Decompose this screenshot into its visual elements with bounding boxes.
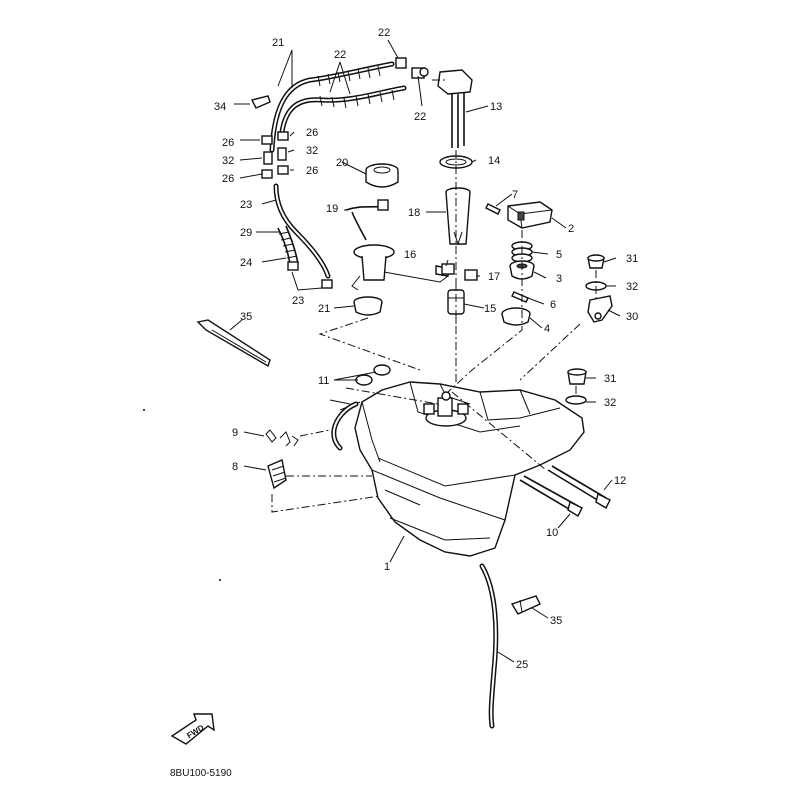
filter-pipe-17 xyxy=(445,187,471,246)
parts xyxy=(196,57,613,729)
callout-25: 25 xyxy=(516,659,528,671)
callout-20: 21 xyxy=(318,303,330,315)
callout-21: 21 xyxy=(272,37,284,49)
fuel-cock-18 xyxy=(345,199,449,291)
callout-31-top: 32 xyxy=(626,281,638,293)
callout-31-lower: 32 xyxy=(604,397,616,409)
callout-3: 3 xyxy=(556,273,562,285)
damper-30-lower xyxy=(567,368,587,385)
bolt-10 xyxy=(519,475,583,517)
callout-13: 13 xyxy=(490,101,502,113)
breather-hose-25 xyxy=(479,563,499,729)
clamp-joint-stack xyxy=(261,131,289,179)
pin-7 xyxy=(485,203,501,215)
damper-19 xyxy=(365,163,399,188)
callout-11: 11 xyxy=(318,375,329,387)
hose-23-27 xyxy=(273,183,331,279)
joint-22-top xyxy=(395,57,407,69)
clip-9 xyxy=(265,429,299,447)
callout-10: 10 xyxy=(546,527,558,539)
clamp-16-left xyxy=(441,263,455,275)
callout-24: 24 xyxy=(240,257,252,269)
clip-33-upper xyxy=(250,95,271,109)
callout-6: 6 xyxy=(550,299,556,311)
callout-32-b: 32 xyxy=(306,145,318,157)
fuel-sender-unit xyxy=(419,67,473,148)
callout-22-lower: 23 xyxy=(292,295,304,307)
callout-34: 35 xyxy=(240,311,252,323)
callout-9: 9 xyxy=(232,427,238,439)
seal-4 xyxy=(501,307,531,326)
callout-33-lower: 35 xyxy=(550,615,562,627)
damper-8 xyxy=(267,459,287,490)
callout-22-top: 22 xyxy=(378,27,390,39)
fuel-tank xyxy=(339,381,585,557)
assembly-lines xyxy=(271,79,597,513)
callout-labels: 21 22 22 34 13 22 26 26 32 32 26 26 14 2… xyxy=(214,27,638,671)
callout-2: 2 xyxy=(568,223,574,235)
callout-30-lower: 31 xyxy=(604,373,616,385)
leader-lines xyxy=(229,39,621,663)
callout-26-c: 26 xyxy=(222,173,234,185)
callout-26-a: 26 xyxy=(222,137,234,149)
callout-26-d: 26 xyxy=(306,165,318,177)
cap-assembly-2 xyxy=(507,201,553,229)
callout-32-a: 32 xyxy=(222,155,234,167)
callout-14: 14 xyxy=(488,155,500,167)
tie-wrap-34 xyxy=(196,319,271,368)
clamp-22-lower-right xyxy=(321,279,333,289)
drawing-code: 8BU100-5190 xyxy=(170,768,232,779)
callout-16-right: 17 xyxy=(488,271,500,283)
callout-29: 22 xyxy=(334,49,346,61)
callout-18: 19 xyxy=(326,203,338,215)
clip-33-lower xyxy=(510,595,541,615)
callout-5: 5 xyxy=(556,249,562,261)
callout-7: 7 xyxy=(512,189,518,201)
clamp-16-right xyxy=(464,269,478,281)
forward-arrow-icon: FWD xyxy=(170,713,215,745)
callout-17: 18 xyxy=(408,207,420,219)
callout-27: 29 xyxy=(240,227,252,239)
callout-19: 20 xyxy=(336,157,348,169)
callout-30-top: 31 xyxy=(626,253,638,265)
callout-28: 30 xyxy=(626,311,638,323)
callout-4: 4 xyxy=(544,323,550,335)
clamp-22-lower xyxy=(287,261,299,271)
grommet-11-right xyxy=(373,364,391,376)
damper-30-top xyxy=(587,254,605,269)
callout-33-upper: 34 xyxy=(214,101,226,113)
callout-12: 12 xyxy=(614,475,626,487)
callout-8: 8 xyxy=(232,461,238,473)
grommet-20 xyxy=(353,296,383,316)
bolt-12 xyxy=(547,465,611,509)
callout-23: 23 xyxy=(240,199,252,211)
callout-15: 15 xyxy=(484,303,496,315)
bracket-28 xyxy=(587,295,613,323)
callout-16-left: 16 xyxy=(404,249,416,261)
grommet-11-left xyxy=(355,374,373,386)
callout-26-b: 26 xyxy=(306,127,318,139)
pin-6 xyxy=(511,291,529,303)
callout-22-mid: 22 xyxy=(414,111,426,123)
washer-31-lower xyxy=(565,395,587,405)
fuel-hoses-upper xyxy=(269,61,407,153)
callout-1: 1 xyxy=(384,561,390,573)
